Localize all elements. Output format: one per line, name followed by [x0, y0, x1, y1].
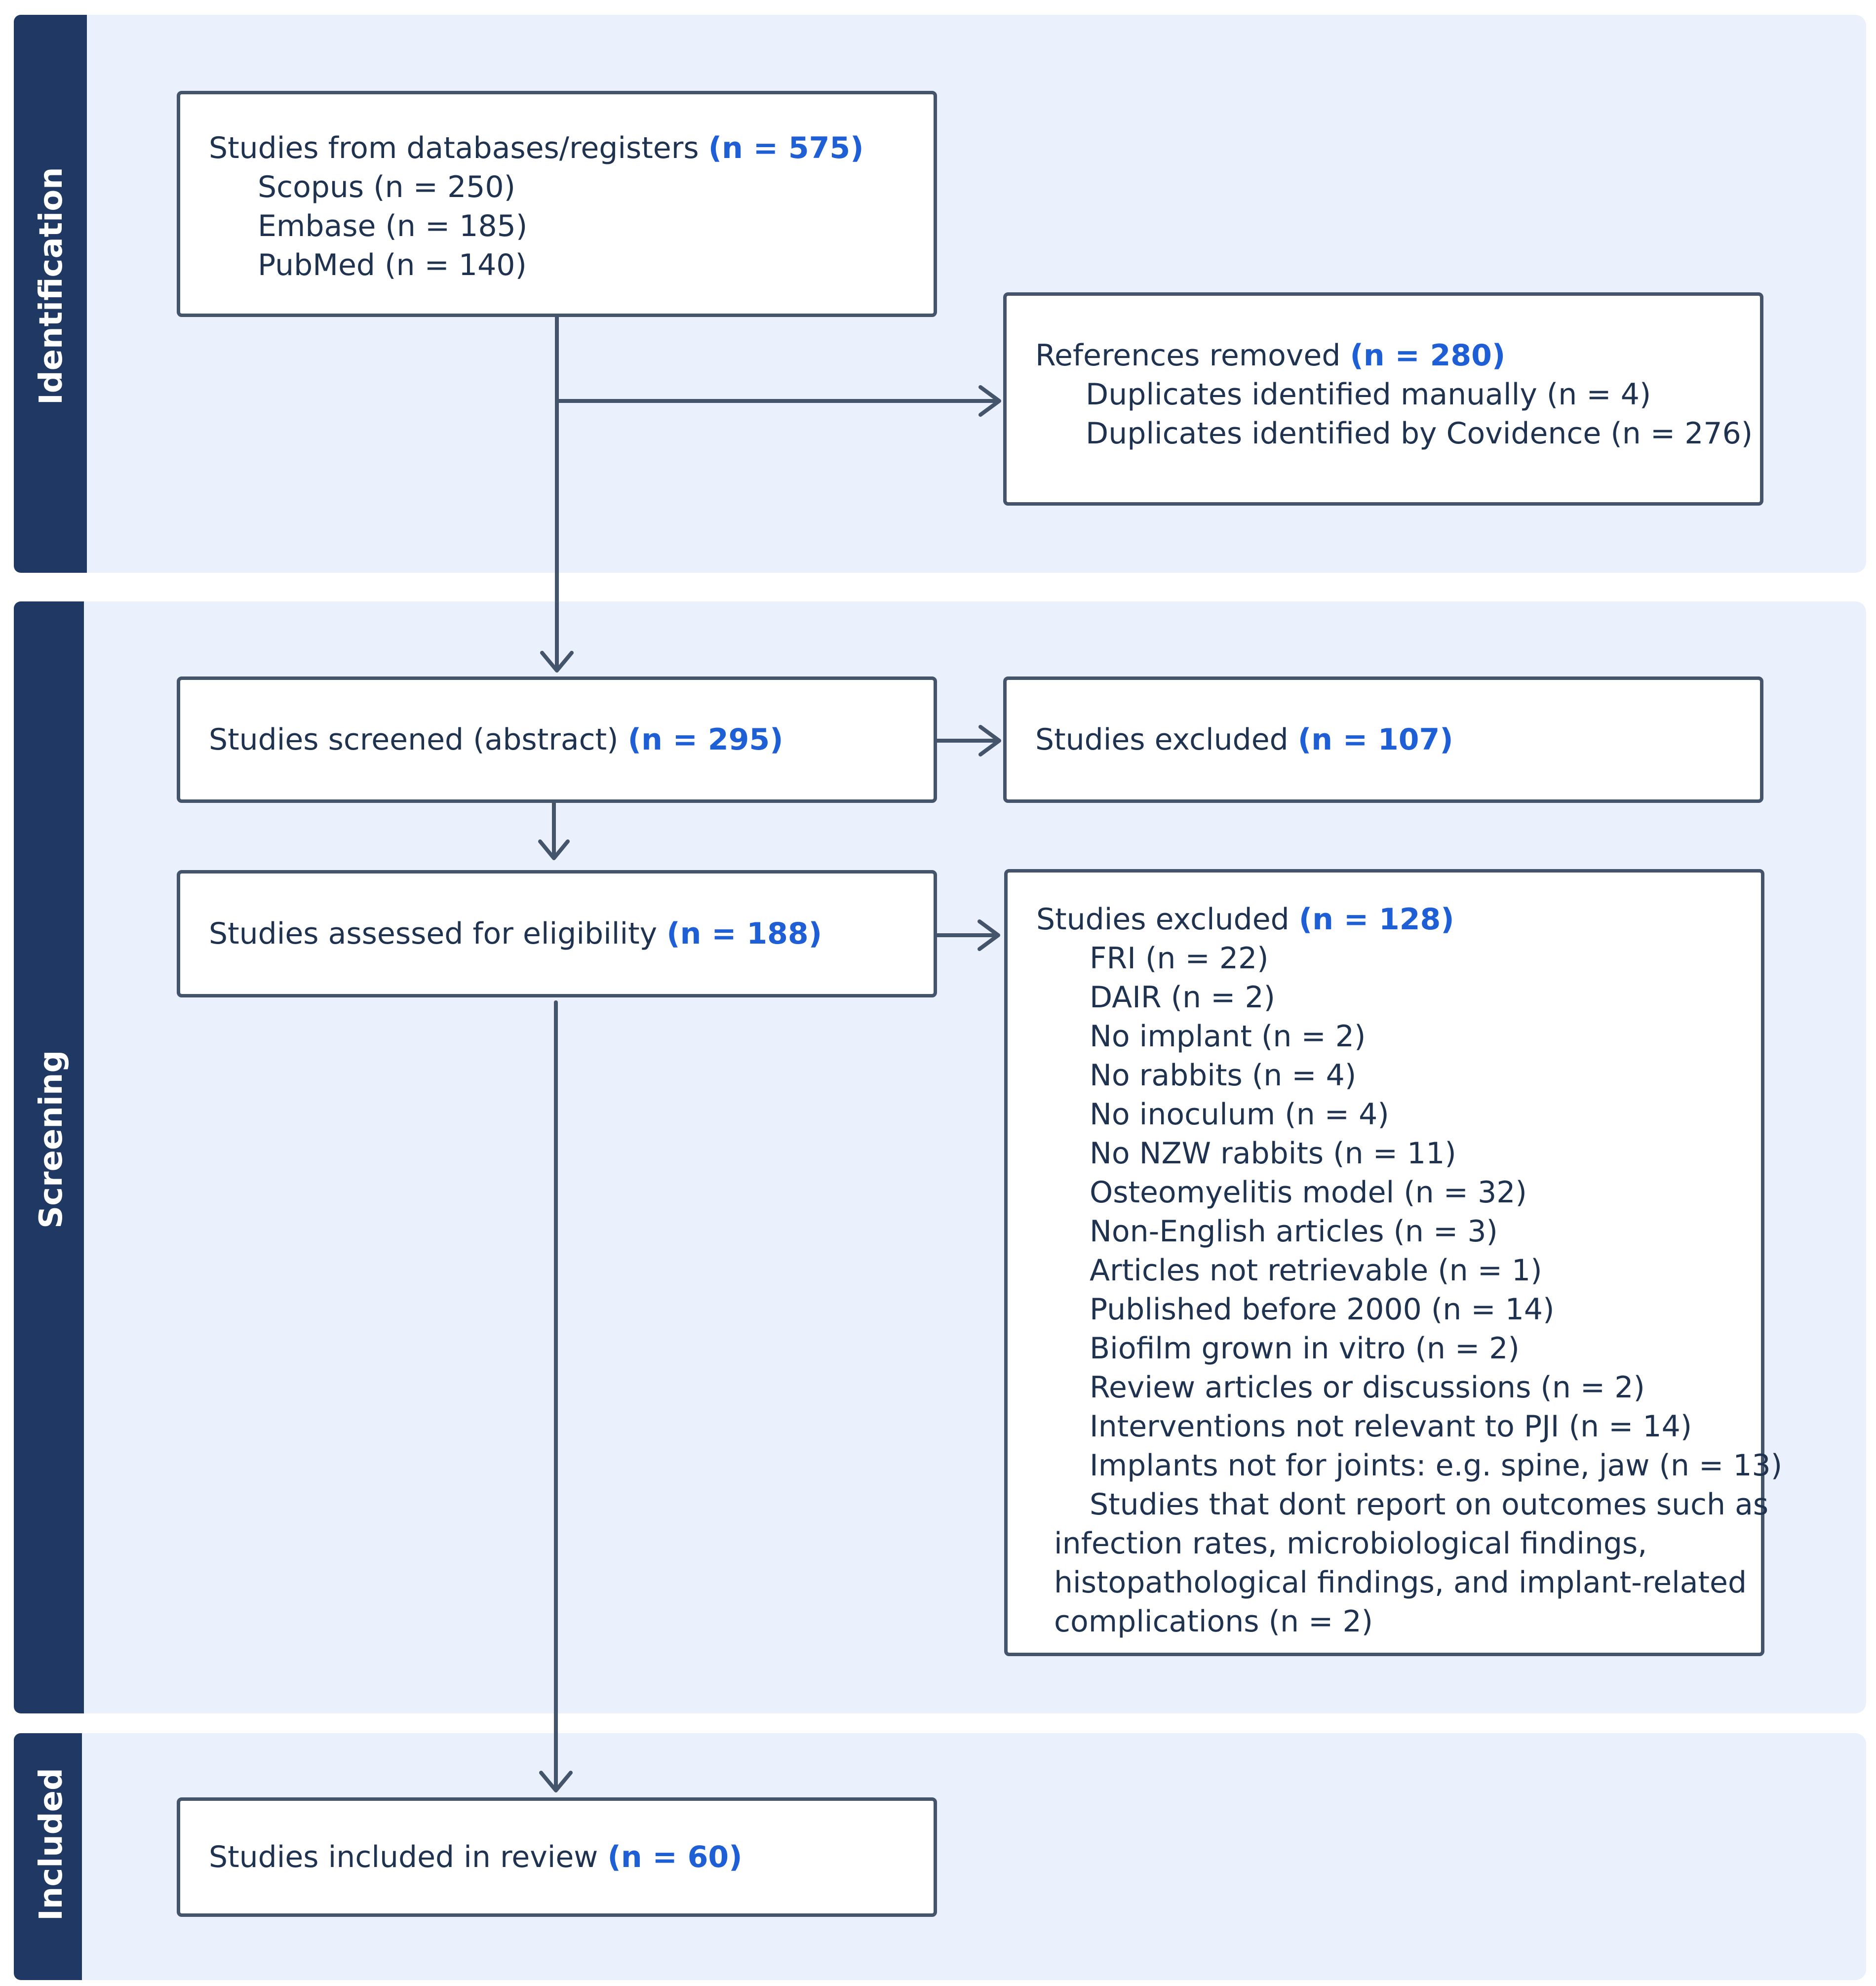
arrowhead-screened-to-excluded — [978, 725, 1001, 756]
exclusion-reason: Published before 2000 (n = 14) — [1090, 1292, 1555, 1327]
exclusion-reason: No implant (n = 2) — [1090, 1019, 1366, 1054]
databases-item: Scopus (n = 250) — [258, 170, 516, 204]
exclusion-reason-continued: complications (n = 2) — [1054, 1604, 1373, 1639]
arrowhead-databases-to-screened — [540, 651, 574, 673]
included-stage-bar: Included — [14, 1733, 82, 1980]
exclusion-reason: FRI (n = 22) — [1090, 941, 1269, 976]
identification-stage-bar: Identification — [14, 15, 87, 573]
exclusion-reason: DAIR (n = 2) — [1090, 980, 1276, 1015]
exclusion-reason: No rabbits (n = 4) — [1090, 1058, 1357, 1093]
databases-count: (n = 575) — [708, 131, 864, 165]
excluded-full-title: Studies excluded (n = 128) — [1036, 902, 1454, 937]
databases-title: Studies from databases/registers (n = 57… — [209, 131, 864, 165]
exclusion-reason: Osteomyelitis model (n = 32) — [1090, 1175, 1527, 1210]
eligibility-box: Studies assessed for eligibility (n = 18… — [177, 870, 937, 997]
included-count: (n = 60) — [607, 1840, 743, 1874]
eligibility-text: Studies assessed for eligibility (n = 18… — [209, 916, 822, 951]
excluded-full-box: Studies excluded (n = 128) FRI (n = 22) … — [1004, 869, 1783, 1656]
exclusion-reason: Implants not for joints: e.g. spine, jaw… — [1090, 1448, 1783, 1483]
included-box: Studies included in review (n = 60) — [177, 1797, 937, 1917]
exclusion-reason: Interventions not relevant to PJI (n = 1… — [1090, 1409, 1692, 1444]
arrowhead-to-removed — [978, 385, 1001, 417]
exclusion-reason-continued: histopathological findings, and implant-… — [1054, 1565, 1747, 1600]
removed-title: References removed (n = 280) — [1035, 338, 1506, 373]
arrowhead-eligibility-to-included — [539, 1771, 573, 1792]
exclusion-reason: No inoculum (n = 4) — [1090, 1097, 1389, 1132]
arrowhead-eligibility-to-excluded — [977, 919, 1000, 951]
removed-item: Duplicates identified by Covidence (n = … — [1086, 416, 1753, 451]
databases-box: Studies from databases/registers (n = 57… — [177, 91, 937, 317]
excluded-screen-box: Studies excluded (n = 107) — [1003, 676, 1763, 803]
arrowhead-screened-to-eligibility — [538, 839, 570, 860]
exclusion-reason: Studies that dont report on outcomes suc… — [1090, 1487, 1769, 1522]
databases-item: PubMed (n = 140) — [258, 248, 527, 282]
exclusion-reason: No NZW rabbits (n = 11) — [1090, 1136, 1456, 1171]
included-text: Studies included in review (n = 60) — [209, 1840, 743, 1874]
excluded-screen-count: (n = 107) — [1297, 722, 1453, 757]
exclusion-reason-continued: infection rates, microbiological finding… — [1054, 1526, 1647, 1561]
eligibility-count: (n = 188) — [666, 916, 822, 951]
exclusion-reason: Biofilm grown in vitro (n = 2) — [1090, 1331, 1520, 1366]
removed-count: (n = 280) — [1350, 338, 1506, 373]
exclusion-reason: Articles not retrievable (n = 1) — [1090, 1253, 1542, 1288]
excluded-full-count: (n = 128) — [1298, 902, 1454, 937]
excluded-screen-text: Studies excluded (n = 107) — [1035, 722, 1453, 757]
screened-count: (n = 295) — [627, 722, 783, 757]
screened-box: Studies screened (abstract) (n = 295) — [177, 676, 937, 803]
references-removed-box: References removed (n = 280) Duplicates … — [1003, 292, 1763, 506]
removed-item: Duplicates identified manually (n = 4) — [1086, 377, 1651, 412]
exclusion-reason: Non-English articles (n = 3) — [1090, 1214, 1498, 1249]
exclusion-reason: Review articles or discussions (n = 2) — [1090, 1370, 1645, 1405]
screened-text: Studies screened (abstract) (n = 295) — [209, 722, 783, 757]
databases-item: Embase (n = 185) — [258, 209, 528, 243]
screening-stage-bar: Screening — [14, 601, 84, 1713]
